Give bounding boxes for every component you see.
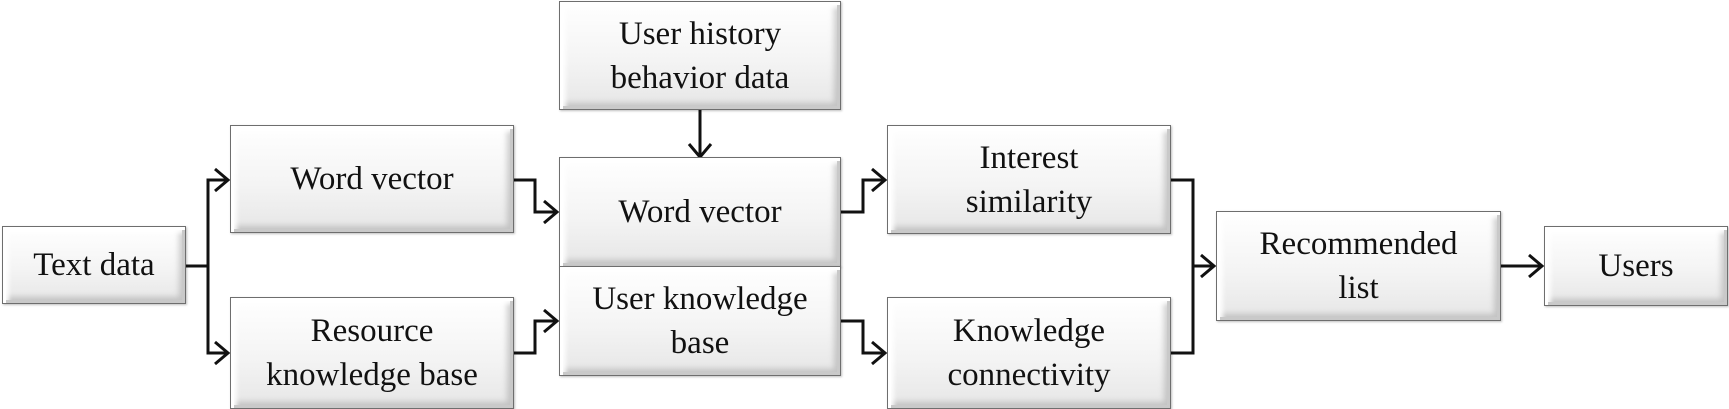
node-word-vector-1-label: Word vector — [290, 161, 454, 197]
node-user-history-label: User history behavior data — [610, 15, 790, 96]
node-resource-knowledge-base: Resource knowledge base — [230, 297, 514, 409]
arrowhead-user-kb — [543, 308, 560, 334]
edge-word-vector-to-interest — [841, 178, 883, 214]
node-text-data: Text data — [2, 226, 186, 304]
node-interest-similarity-label: Interest similarity — [965, 139, 1093, 220]
edge-resource-kb-to-user-kb — [514, 319, 555, 355]
node-resource-knowledge-base-label: Resource knowledge base — [266, 313, 478, 393]
edge-interest-to-recommended — [1171, 178, 1195, 355]
node-user-knowledge-base-label: User knowledge base — [592, 281, 808, 361]
node-word-vector-1: Word vector — [230, 125, 514, 233]
node-recommended-list-label: Recommended list — [1259, 226, 1458, 306]
node-user-history-behavior-data: User history behavior data — [559, 1, 841, 110]
arrowhead-word-vector-1 — [214, 167, 231, 193]
arrowhead-knowledge — [871, 340, 888, 366]
node-text-data-label: Text data — [33, 247, 155, 283]
node-word-vector-2: Word vector — [559, 157, 841, 267]
arrowhead-interest — [871, 167, 888, 193]
arrowhead-users — [1528, 253, 1545, 279]
node-users-label: Users — [1598, 248, 1674, 284]
arrowhead-word-vector-2-left — [543, 199, 560, 225]
edge-word-vector-to-word-vector — [514, 178, 555, 214]
edge-text-data-to-resource-kb — [206, 266, 226, 355]
node-interest-similarity: Interest similarity — [887, 125, 1171, 234]
node-user-knowledge-base: User knowledge base — [559, 266, 841, 376]
node-word-vector-2-label: Word vector — [618, 194, 782, 230]
arrowhead-resource-kb — [214, 340, 231, 366]
arrowhead-recommended — [1200, 253, 1217, 279]
node-users: Users — [1544, 226, 1728, 306]
node-knowledge-connectivity: Knowledge connectivity — [887, 297, 1171, 409]
node-knowledge-connectivity-label: Knowledge connectivity — [947, 313, 1111, 393]
edge-text-data-to-word-vector — [186, 178, 226, 268]
edge-user-kb-to-knowledge — [841, 319, 883, 355]
node-recommended-list: Recommended list — [1216, 211, 1501, 321]
